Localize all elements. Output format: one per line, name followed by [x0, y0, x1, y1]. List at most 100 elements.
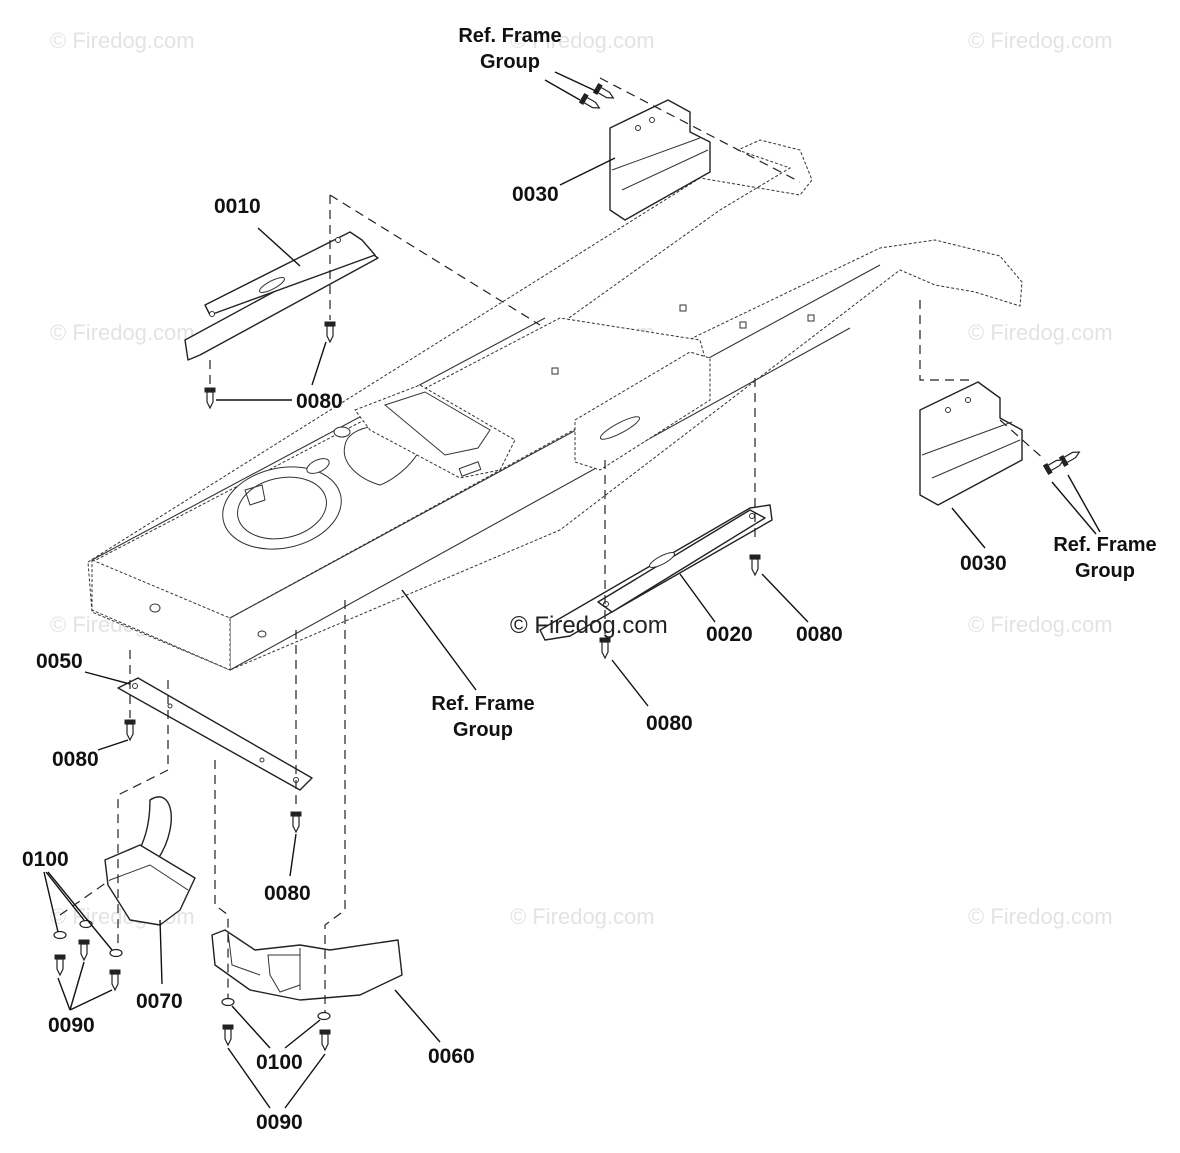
callout-0060: 0060: [428, 1045, 475, 1068]
plate-hole: [259, 757, 265, 763]
assembly-line: [214, 760, 229, 1000]
frame-hole: [551, 367, 559, 375]
screw-0080-icon: [290, 811, 302, 834]
ref-frame-group-right-line2: Group: [1075, 560, 1135, 582]
bracket-bend-line: [611, 137, 701, 171]
assembly-line: [919, 300, 970, 381]
leader-line: [611, 659, 649, 707]
strap-0020: [539, 504, 773, 641]
plate-0050-shape: [117, 677, 313, 791]
callout-0080: 0080: [296, 390, 343, 413]
strap-0010: [184, 231, 379, 361]
strap-slot: [258, 277, 286, 293]
bracket-hole: [649, 117, 655, 123]
frame-slot: [458, 461, 482, 477]
assembly-line: [117, 680, 169, 950]
leader-line: [231, 1005, 271, 1049]
ref-frame-group-right-line1: Ref. Frame: [1053, 534, 1156, 556]
leader-line: [69, 989, 113, 1011]
frame-hole: [306, 458, 330, 474]
bracket-0030-top: [609, 99, 711, 221]
bracket-0030-right: [919, 381, 1023, 506]
leader-line: [544, 79, 581, 101]
washer-0100-icon: [109, 948, 123, 958]
screw-0090-icon: [54, 954, 66, 977]
callout-0020: 0020: [706, 623, 753, 646]
frame-right-rail: [229, 239, 1023, 671]
callout-0030: 0030: [960, 552, 1007, 575]
callout-labels: 0010 0080 0030 0030 0020 0080 0080 0050 …: [22, 183, 1007, 1134]
screw-0080-icon: [599, 637, 611, 660]
main-frame: [87, 139, 1023, 671]
screw-icon: [592, 82, 615, 99]
frame-slot: [599, 416, 641, 440]
screw-0080-icon: [749, 554, 761, 577]
screw-0080-icon: [204, 387, 216, 410]
frame-edge: [91, 317, 546, 561]
leader-line: [284, 1019, 321, 1049]
frame-edge: [229, 327, 851, 671]
watermark: © Firedog.com: [510, 904, 655, 929]
screw-icon: [1058, 451, 1081, 468]
screw-0090-icon: [319, 1029, 331, 1052]
leader-line: [159, 919, 163, 985]
screw-icon: [1042, 459, 1065, 476]
washer-0100-icon: [53, 930, 67, 940]
leader-line: [1051, 481, 1097, 535]
leader-line: [45, 871, 85, 921]
plate-0050: [117, 677, 313, 791]
leader-line: [401, 589, 477, 691]
frame-hole: [149, 603, 161, 613]
screw-0090-icon: [78, 939, 90, 962]
screw-0090-icon: [109, 969, 121, 992]
leader-line: [47, 871, 113, 951]
frame-steering-plate-inner: [383, 391, 491, 456]
screw-0090-icon: [222, 1024, 234, 1047]
shield-notch: [267, 954, 301, 993]
leader-line: [84, 671, 131, 685]
callout-0030: 0030: [512, 183, 559, 206]
callout-0070: 0070: [136, 990, 183, 1013]
leader-line: [554, 71, 599, 93]
leader-line: [43, 871, 59, 933]
strap-hole: [749, 513, 755, 519]
deflector-0070: [104, 796, 196, 926]
callout-0090: 0090: [48, 1014, 95, 1037]
watermark: © Firedog.com: [968, 320, 1113, 345]
assembly-line: [599, 77, 801, 183]
frame-hole: [739, 321, 747, 329]
reference-labels: Ref. Frame Group Ref. Frame Group Ref. F…: [431, 25, 1156, 741]
leader-line: [679, 573, 716, 623]
leader-line: [57, 977, 71, 1011]
assembly-line: [329, 194, 541, 326]
callout-0010: 0010: [214, 195, 261, 218]
plate-hole: [167, 703, 173, 709]
ref-frame-group-center-line2: Group: [453, 719, 513, 741]
bracket-0030-top-shape: [609, 99, 711, 221]
frame-hole: [257, 630, 267, 638]
screw-0080-icon: [124, 719, 136, 742]
frame-hole: [679, 304, 687, 312]
assembly-line: [999, 419, 1046, 461]
ref-frame-group-top-line1: Ref. Frame: [458, 25, 561, 47]
leader-line: [97, 739, 129, 751]
washer-0100-icon: [221, 997, 235, 1007]
leader-line: [284, 1053, 326, 1109]
bracket-bend-line: [931, 439, 1021, 479]
leader-line: [227, 1047, 271, 1109]
frame-hole: [333, 426, 351, 438]
bracket-bend-line: [921, 421, 1013, 456]
watermark: © Firedog.com: [968, 28, 1113, 53]
callout-0100: 0100: [256, 1051, 303, 1074]
screw-icon: [578, 92, 601, 109]
leader-line: [1067, 474, 1101, 533]
frame-tab: [244, 484, 266, 506]
frame-cross-member: [574, 351, 711, 471]
bracket-hole: [945, 407, 951, 413]
callout-0090: 0090: [256, 1111, 303, 1134]
leader-line: [311, 341, 327, 386]
frame-edge: [229, 264, 881, 619]
screw-0080-icon: [324, 321, 336, 344]
